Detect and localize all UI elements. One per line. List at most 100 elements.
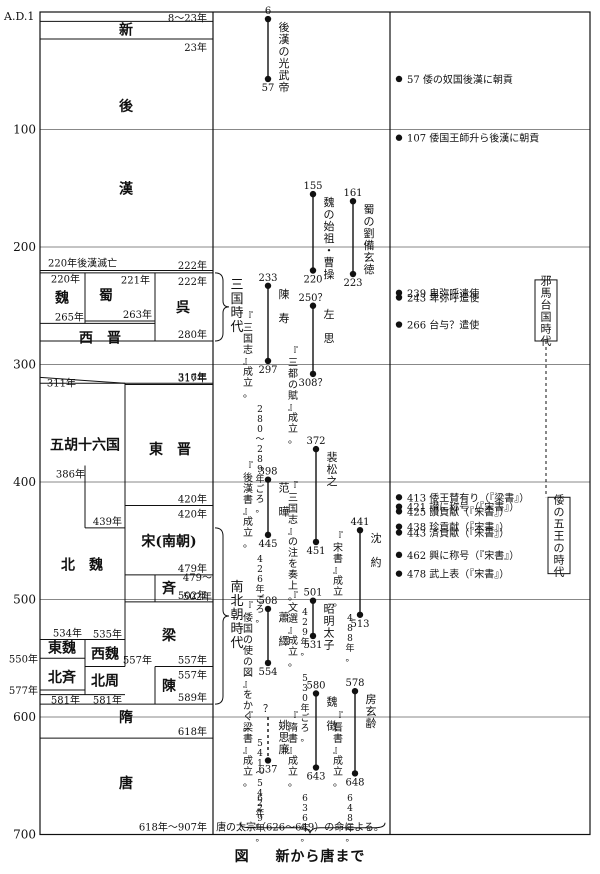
person-start-label: 580 bbox=[306, 681, 325, 692]
book-note-glyph: 書 bbox=[243, 732, 253, 745]
book-note-glyph: 。 bbox=[243, 723, 253, 734]
period-brace bbox=[214, 527, 230, 705]
person-end-label: 531 bbox=[303, 640, 322, 651]
side-box-text-1-glyph: 時 bbox=[554, 553, 565, 566]
dynasty-date-label: 220年後漢滅亡 bbox=[48, 257, 117, 270]
person-name: 姚思廉 bbox=[279, 718, 290, 756]
book-note-date-glyph: 2 bbox=[257, 804, 263, 814]
book-note-date-glyph: 8 bbox=[347, 814, 353, 824]
side-box-text-1-glyph: 倭 bbox=[554, 493, 565, 506]
person-name-glyph: 徳 bbox=[364, 263, 375, 276]
book-note-date-glyph: 3 bbox=[302, 804, 308, 814]
book-note-glyph: 』 bbox=[288, 745, 298, 756]
book-note-glyph: 。 bbox=[243, 778, 253, 789]
event-dot bbox=[395, 529, 403, 536]
book-note-glyph: 『 bbox=[288, 346, 298, 358]
person-name-glyph: 昭 bbox=[324, 603, 335, 616]
book-note-date-glyph: 年 bbox=[300, 636, 309, 648]
book-note-glyph: 三 bbox=[288, 358, 298, 369]
book-note-glyph: 成 bbox=[333, 755, 343, 767]
period-label-0-glyph: 国 bbox=[230, 292, 243, 307]
book-note-glyph: 注 bbox=[288, 546, 298, 559]
person-death-dot bbox=[349, 270, 357, 278]
person-end-label: 308？ bbox=[298, 378, 327, 389]
book-note-date-glyph: 9 bbox=[302, 628, 308, 638]
event-text: 443 済貢献（『宋書』） bbox=[407, 527, 509, 540]
dynasty-name: 北周 bbox=[91, 674, 119, 690]
book-note-glyph: 』 bbox=[243, 745, 253, 756]
person-end-label: 445 bbox=[258, 539, 277, 550]
person-name: 蕭 繹 bbox=[279, 611, 290, 648]
person-name-glyph: 光 bbox=[279, 56, 290, 70]
axis-tick-label: 100 bbox=[13, 123, 36, 137]
dynasty-name: 西 晋 bbox=[79, 330, 121, 346]
person-name: 范 曄 bbox=[279, 481, 290, 519]
person-start-label: 250？ bbox=[298, 293, 327, 304]
person-name-glyph: 子 bbox=[324, 639, 335, 652]
person-name-glyph: 左 bbox=[324, 308, 335, 321]
side-box-text-0-glyph: 時 bbox=[541, 322, 552, 335]
book-note-date-glyph: 2 bbox=[257, 565, 263, 575]
book-note-date-glyph: 8 bbox=[347, 634, 353, 644]
book-note-glyph: 』 bbox=[288, 625, 298, 636]
book-note-glyph: 。 bbox=[288, 778, 298, 789]
caption-figure-label: 図 bbox=[234, 849, 250, 865]
dynasty-date-label: 222年 bbox=[178, 259, 207, 272]
dynasty-date-label: 589年 bbox=[178, 691, 207, 704]
person-name-glyph: 祖 bbox=[324, 231, 335, 245]
book-note-glyph: 漢 bbox=[243, 482, 253, 495]
dynasty-name: 斉 bbox=[162, 580, 177, 597]
book-note-glyph: 成 bbox=[333, 575, 343, 587]
book-note-glyph: 倭 bbox=[243, 612, 253, 624]
book-note-date-glyph: ろ bbox=[255, 494, 264, 505]
dynasty-name: 唐 bbox=[119, 775, 133, 792]
person-death-dot bbox=[264, 659, 272, 667]
dynasty-date-label: 479年 bbox=[178, 562, 207, 575]
person-name-glyph: 繹 bbox=[279, 634, 290, 648]
dynasty-name: 北 魏 bbox=[61, 556, 103, 573]
book-note-glyph: 書 bbox=[333, 732, 343, 745]
person-name-glyph: 裴 bbox=[327, 450, 338, 464]
person-name-glyph: 操 bbox=[324, 267, 335, 281]
event-dot bbox=[395, 570, 403, 577]
book-note-date-glyph: ろ bbox=[255, 604, 264, 615]
book-note-glyph: 』 bbox=[333, 565, 343, 576]
book-note-date-glyph: 2 bbox=[302, 618, 308, 628]
book-note-glyph: 立 bbox=[243, 765, 253, 778]
book-note-glyph: 晋 bbox=[333, 722, 343, 734]
person-name-glyph: の bbox=[364, 215, 375, 228]
book-note-glyph: 国 bbox=[243, 333, 253, 345]
book-note-glyph: 『 bbox=[333, 531, 343, 543]
axis-tick-label: 500 bbox=[13, 593, 36, 607]
book-note-glyph: 。 bbox=[288, 658, 298, 669]
book-note-date-glyph: 8 bbox=[257, 455, 263, 465]
dynasty-date-label: 557年 bbox=[178, 653, 207, 666]
event-dot bbox=[395, 508, 403, 515]
person-name-glyph: 寿 bbox=[279, 311, 290, 325]
dynasty-name: 東魏 bbox=[48, 640, 76, 657]
side-box-text-1-glyph: の bbox=[554, 541, 565, 554]
dynasty-date-label: 8〜23年 bbox=[168, 11, 207, 24]
person-start-label: 508 bbox=[258, 596, 277, 607]
book-note: 『宋書』成立。 bbox=[333, 531, 343, 609]
dynasty-date-label: 222年 bbox=[178, 275, 207, 288]
person-death-dot bbox=[309, 267, 317, 274]
event-text: 421 讃に称号（『宋書』） bbox=[407, 501, 519, 514]
person-birth-dot bbox=[351, 687, 359, 695]
person-name: 房玄齢 bbox=[366, 693, 377, 730]
book-note-date-glyph: 。 bbox=[255, 615, 264, 625]
person-birth-dot bbox=[264, 605, 272, 613]
event-text: 425 讃貢献（『宋書』） bbox=[407, 505, 509, 518]
book-note-glyph: の bbox=[288, 380, 298, 391]
person-birth-dot bbox=[312, 690, 320, 697]
book-note-glyph: 』 bbox=[243, 356, 253, 367]
person-name-glyph: 玄 bbox=[366, 704, 377, 718]
dynasty-date-label: 265年 bbox=[55, 310, 84, 323]
dynasty-date-label: 581年 bbox=[51, 694, 80, 707]
book-note-date-glyph: 0 bbox=[257, 425, 263, 435]
book-note-glyph: 奏 bbox=[288, 569, 298, 581]
dynasty-date-label: 280年 bbox=[178, 328, 207, 341]
